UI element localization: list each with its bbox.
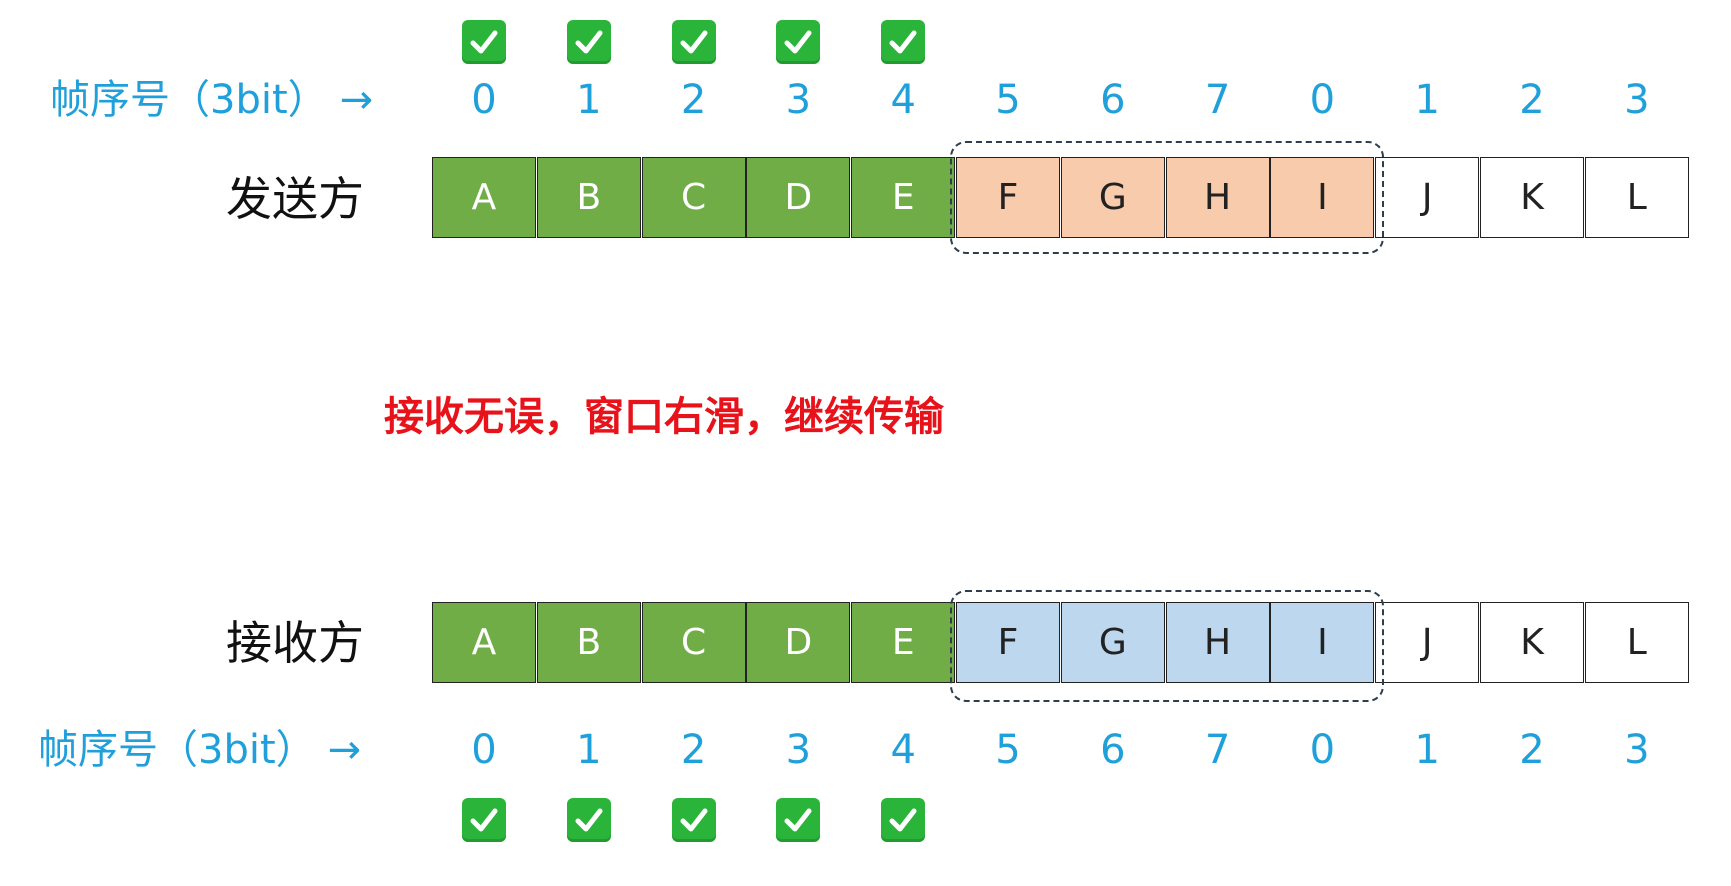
sequence-number: 3 <box>1624 727 1650 773</box>
sequence-number: 7 <box>1204 727 1231 773</box>
frame-cell: I <box>1270 157 1375 238</box>
frame-cell: A <box>432 157 536 238</box>
frame-cell: L <box>1584 602 1689 683</box>
frame-cell: L <box>1584 157 1689 238</box>
sequence-number: 0 <box>471 727 497 773</box>
frame-cell: G <box>1060 157 1165 238</box>
frame-cell: H <box>1165 157 1270 238</box>
check-mark-icon <box>776 20 821 64</box>
sequence-label-text: 帧序号（3bit） <box>50 77 328 123</box>
frame-cell: C <box>641 157 746 238</box>
frame-cell: J <box>1375 157 1480 238</box>
sequence-number: 3 <box>785 727 812 773</box>
sequence-number: 2 <box>1519 77 1545 123</box>
sequence-number: 0 <box>1309 727 1336 773</box>
sequence-number: 2 <box>1519 727 1545 773</box>
check-mark-icon <box>881 20 926 64</box>
sender-label: 发送方 <box>226 172 364 226</box>
sequence-number: 2 <box>680 77 707 123</box>
sequence-number: 1 <box>1414 77 1440 123</box>
sender-sequence-label: 帧序号（3bit）→ <box>50 80 373 120</box>
receiver-label: 接收方 <box>226 616 364 670</box>
frame-cell: D <box>746 602 851 683</box>
frame-cell: K <box>1480 602 1584 683</box>
sequence-number: 5 <box>995 727 1021 773</box>
sequence-number: 1 <box>1414 727 1440 773</box>
sequence-number: 6 <box>1100 77 1126 123</box>
sequence-number: 6 <box>1100 727 1126 773</box>
check-mark-icon <box>462 20 506 64</box>
sequence-number: 3 <box>1624 77 1650 123</box>
frame-cell: D <box>746 157 851 238</box>
check-mark-icon <box>566 20 611 64</box>
status-message: 接收无误，窗口右滑，继续传输 <box>384 394 944 440</box>
sequence-number: 3 <box>785 77 812 123</box>
frame-cell: B <box>536 602 641 683</box>
frame-cell: F <box>956 157 1060 238</box>
right-arrow-icon: → <box>327 727 362 773</box>
frame-cell: K <box>1480 157 1584 238</box>
sequence-number: 1 <box>576 727 602 773</box>
frame-cell: B <box>536 157 641 238</box>
sequence-number: 1 <box>576 77 602 123</box>
frame-cell: J <box>1375 602 1480 683</box>
sequence-label-text: 帧序号（3bit） <box>38 727 316 773</box>
frame-cell: G <box>1060 602 1165 683</box>
frame-cell: H <box>1165 602 1270 683</box>
sender-window <box>950 141 1384 254</box>
frame-cell: E <box>851 602 956 683</box>
sequence-number: 7 <box>1204 77 1231 123</box>
sequence-number: 2 <box>680 727 707 773</box>
right-arrow-icon: → <box>339 77 374 123</box>
receiver-window <box>950 590 1384 702</box>
sequence-number: 4 <box>890 727 916 773</box>
frame-cell: A <box>432 602 536 683</box>
frame-cell: C <box>641 602 746 683</box>
check-mark-icon <box>566 798 611 842</box>
check-mark-icon <box>671 20 716 64</box>
frame-cell: E <box>851 157 956 238</box>
frame-cell: I <box>1270 602 1375 683</box>
frame-cell: F <box>956 602 1060 683</box>
sequence-number: 5 <box>995 77 1021 123</box>
sequence-number: 0 <box>471 77 497 123</box>
sequence-number: 0 <box>1309 77 1336 123</box>
check-mark-icon <box>671 798 716 842</box>
check-mark-icon <box>462 798 506 842</box>
check-mark-icon <box>881 798 926 842</box>
sequence-number: 4 <box>890 77 916 123</box>
receiver-sequence-label: 帧序号（3bit）→ <box>38 730 361 770</box>
check-mark-icon <box>776 798 821 842</box>
